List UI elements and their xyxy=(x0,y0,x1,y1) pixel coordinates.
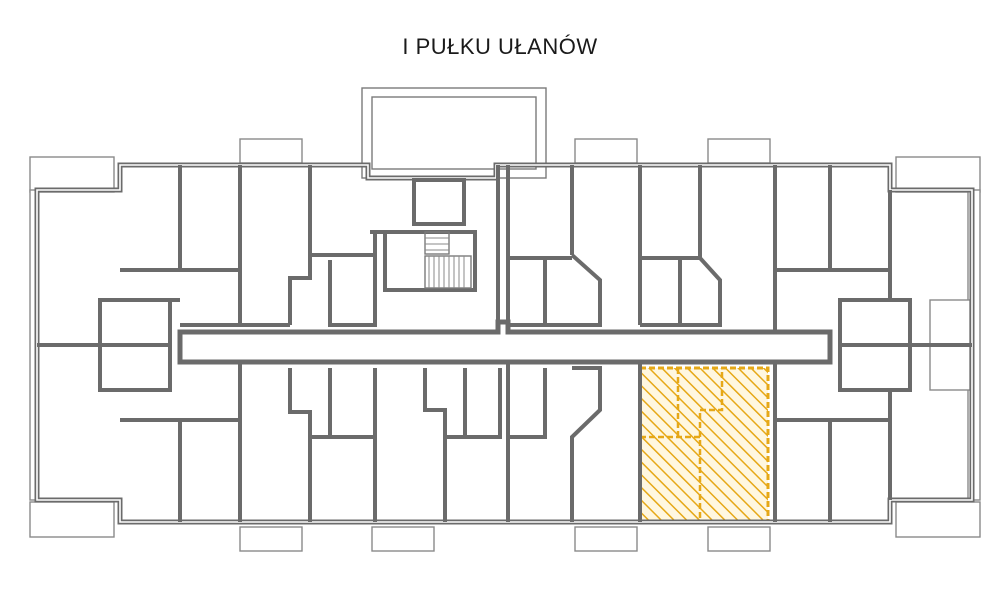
partitions-north xyxy=(120,165,892,332)
balcony-bottom-right xyxy=(895,501,981,538)
balcony-bottom-2 xyxy=(371,526,435,552)
balcony-bottom-3 xyxy=(574,526,638,552)
balcony-top-right xyxy=(895,156,981,193)
end-rooms xyxy=(37,298,972,392)
partitions-south xyxy=(120,362,892,522)
street-label: I PUŁKU UŁANÓW xyxy=(402,34,598,59)
highlighted-apartment[interactable] xyxy=(638,366,770,523)
balconies xyxy=(29,138,981,552)
corridor xyxy=(177,319,833,365)
balcony-bottom-left xyxy=(29,501,115,538)
balcony-top-left xyxy=(29,156,115,193)
balcony-bottom-4 xyxy=(707,526,771,552)
balcony-top-1 xyxy=(239,138,303,164)
balcony-bottom-1 xyxy=(239,526,303,552)
balcony-top-3 xyxy=(707,138,771,164)
staircase xyxy=(424,231,472,289)
balcony-top-2 xyxy=(574,138,638,164)
